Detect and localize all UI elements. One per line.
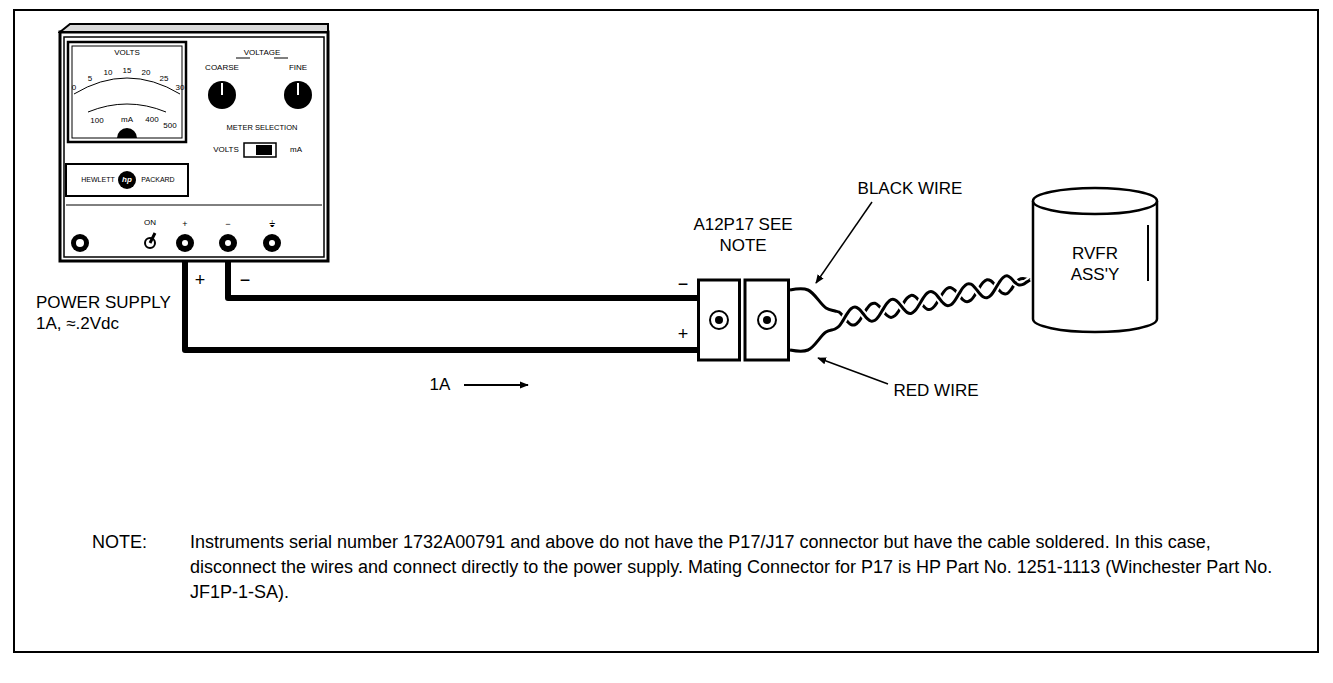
note-heading: NOTE: (92, 530, 147, 555)
panel-label: 100 (90, 117, 103, 126)
panel-label: VOLTAGE (244, 49, 281, 58)
connector-halves (745, 280, 789, 360)
panel-label: 20 (142, 69, 151, 78)
panel-label: mA (290, 146, 302, 155)
panel-label: COARSE (205, 64, 239, 73)
polarity-label: + (678, 325, 689, 345)
binding-posts (269, 240, 275, 246)
nameplate (118, 171, 136, 189)
power-supply-drawing (58, 22, 330, 265)
panel-label: hp (122, 176, 132, 185)
binding-posts (176, 234, 281, 252)
nameplate (66, 164, 188, 196)
wire-label: BLACK WIRE (858, 180, 963, 199)
node-label: A12P17 SEE NOTE (693, 214, 793, 257)
power-supply: POWER SUPPLY 1A, ≈.2Vdc (58, 22, 330, 265)
cylinder-outline (1033, 201, 1157, 332)
panel-label: FINE (289, 64, 307, 73)
connector-halves (699, 280, 740, 360)
leader-line (816, 202, 872, 283)
connector-halves (710, 311, 728, 329)
panel-label: VOLTS (213, 146, 239, 155)
cylinder-outline (1033, 188, 1157, 214)
panel-label: PACKARD (141, 176, 174, 184)
voltage-knobs (208, 81, 236, 109)
figure-frame (14, 10, 1318, 652)
front-controls (71, 233, 155, 252)
node-label: RVFR ASS'Y (1050, 243, 1140, 286)
voltage-knobs (284, 81, 312, 109)
wire-path (185, 265, 697, 350)
wire-label: RED WIRE (894, 382, 979, 401)
panel-label: 25 (160, 75, 169, 84)
wire-path (228, 265, 697, 298)
polarity-label: 1A (430, 376, 451, 395)
voltage-knobs (297, 83, 299, 95)
panel-label: 15 (123, 67, 132, 76)
voltage-knobs (236, 58, 288, 59)
panel-label: VOLTS (114, 49, 140, 58)
panel-label: 5 (88, 75, 92, 84)
panel-label: 0 (72, 84, 76, 93)
meter (68, 42, 186, 142)
polarity-label: − (240, 271, 251, 291)
connector-halves (763, 316, 771, 324)
connector-halves (715, 316, 723, 324)
binding-posts (219, 234, 237, 252)
power-supply-case (60, 24, 328, 32)
panel-label: 500 (163, 122, 176, 131)
front-controls (71, 234, 89, 252)
connector: A12P17 SEE NOTE (697, 272, 790, 368)
meter (72, 46, 182, 138)
panel-label: ON (144, 219, 156, 228)
connector-halves (699, 280, 789, 360)
meter (68, 42, 186, 142)
power-supply-case (64, 37, 324, 257)
polarity-label: − (678, 275, 689, 295)
power-supply-case (60, 32, 328, 261)
nameplate (66, 205, 322, 206)
node-label: POWER SUPPLY 1A, ≈.2Vdc (36, 292, 186, 335)
panel-label: mA (121, 116, 133, 125)
leader-line (818, 358, 888, 384)
panel-label: METER SELECTION (227, 124, 298, 132)
cylinder-outline (1147, 225, 1149, 281)
power-supply-case (60, 24, 328, 265)
panel-label: HEWLETT (81, 176, 114, 184)
meter-switch (244, 143, 276, 157)
polarity-label: + (195, 271, 206, 291)
meter (88, 104, 166, 112)
connector-drawing (697, 272, 790, 368)
connector-halves (758, 311, 776, 329)
test-lead (228, 265, 697, 298)
binding-posts (263, 234, 281, 252)
meter (117, 128, 137, 138)
nameplate (66, 164, 322, 205)
panel-label: − (225, 220, 230, 230)
meter-switch (256, 145, 272, 155)
rvfr-assembly: RVFR ASS'Y (1030, 185, 1160, 335)
front-controls (76, 239, 84, 247)
meter-switch (244, 143, 276, 157)
test-lead (185, 265, 697, 350)
cylinder-outline (1033, 188, 1157, 332)
red-wire (790, 276, 1030, 351)
note-text: Instruments serial number 1732A00791 and… (190, 530, 1280, 605)
panel-label: + (182, 220, 187, 230)
current-arrow (464, 384, 528, 386)
binding-posts (182, 240, 188, 246)
voltage-knobs (221, 83, 223, 95)
panel-label: 30 (176, 84, 185, 93)
panel-label: 10 (104, 69, 113, 78)
panel-label: ⏚ (269, 220, 275, 230)
wire-halo (790, 276, 1030, 351)
panel-label: 400 (145, 116, 158, 125)
front-controls (150, 233, 155, 243)
twisted-pair (790, 276, 1030, 351)
binding-posts (176, 234, 194, 252)
binding-posts (225, 240, 231, 246)
